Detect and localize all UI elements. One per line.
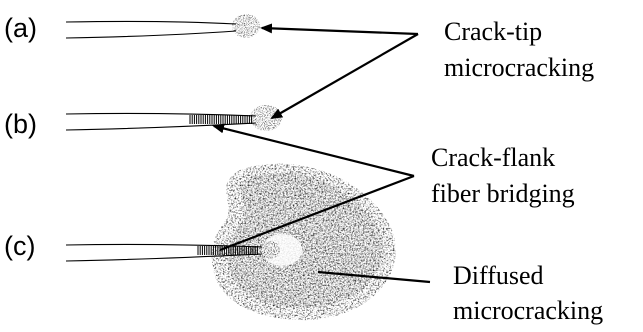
panel-a-label: (a) [4,13,37,43]
microcrack-cloud-b [250,105,282,131]
callout-diffused-line2: microcracking [453,296,603,325]
callout-crack-flank-line1: Crack-flank [431,143,555,172]
crack-a [66,21,236,38]
callout-crack-flank: Crack-flank fiber bridging [431,143,575,208]
microcrack-cloud-c [260,241,280,259]
panel-c-label: (c) [4,231,35,261]
crack-tip-leaders [262,28,418,118]
callout-diffused-line1: Diffused [453,261,544,290]
callout-crack-tip: Crack-tip microcracking [444,17,594,82]
microcrack-cloud-a [232,14,260,38]
callout-diffused: Diffused microcracking [453,261,603,325]
callout-crack-tip-line1: Crack-tip [444,17,542,46]
fiber-bridging-b [190,115,252,124]
callout-crack-tip-line2: microcracking [444,53,594,82]
panel-b-label: (b) [4,109,37,139]
callout-crack-flank-line2: fiber bridging [431,179,575,208]
